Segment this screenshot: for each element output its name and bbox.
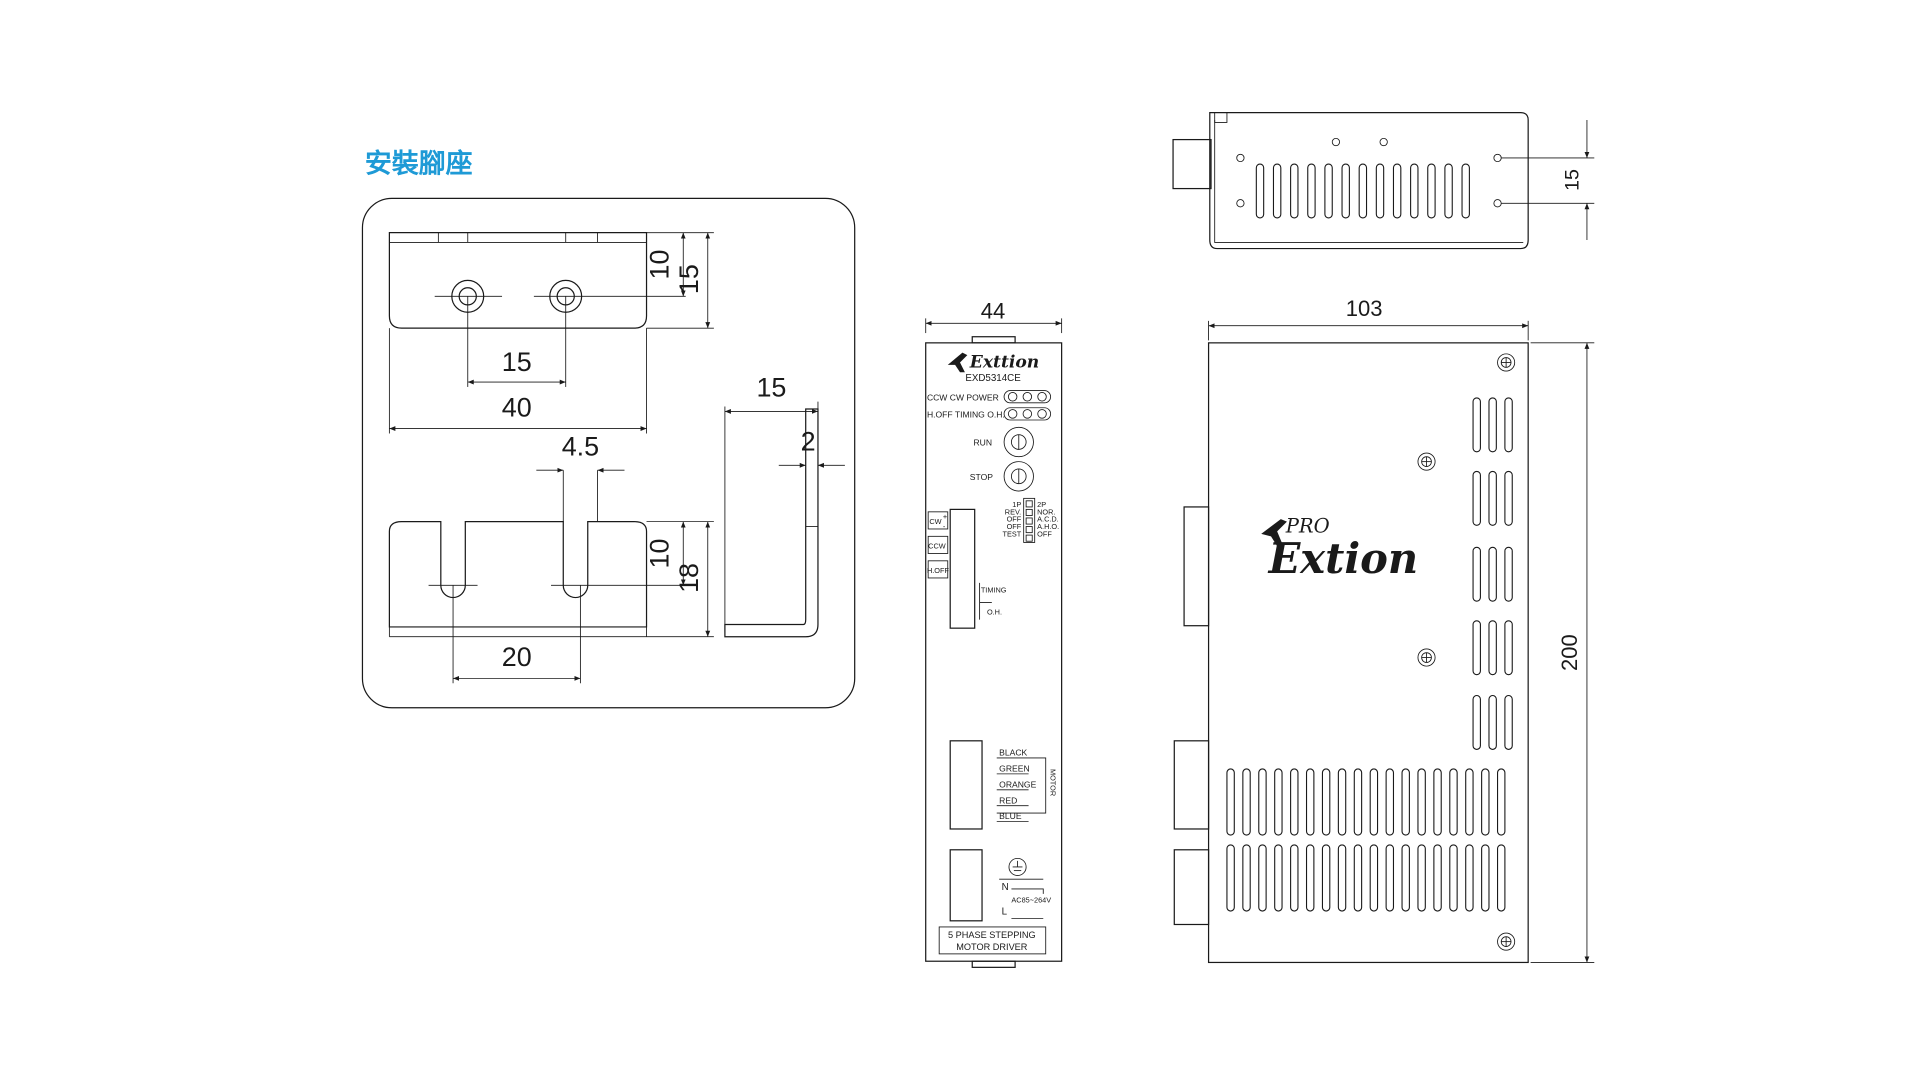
- screw-icon: [1417, 648, 1436, 667]
- screw-icon: [1497, 353, 1516, 372]
- power-voltage-label: AC85~264V: [1011, 895, 1051, 904]
- svg-text:-: -: [943, 522, 946, 531]
- section-title: 安裝腳座: [365, 148, 473, 179]
- top-vent-slots: [1255, 163, 1470, 219]
- svg-text:CCW: CCW: [928, 542, 946, 551]
- motor-label: MOTOR: [1049, 769, 1058, 796]
- svg-text:A.H.O.: A.H.O.: [1037, 522, 1059, 531]
- stop-rotary-switch[interactable]: [1003, 461, 1034, 492]
- front-panel-outline: [925, 342, 1063, 962]
- footer-line2: MOTOR DRIVER: [956, 942, 1028, 952]
- bracket-slot-view: 4.5 10 18 20: [388, 432, 714, 684]
- svg-text:ORANGE: ORANGE: [999, 779, 1036, 789]
- footer-box: [938, 926, 1047, 955]
- brand-name: Exttion: [969, 352, 1039, 372]
- dim-200: 200: [1557, 634, 1582, 671]
- svg-text:RED: RED: [999, 795, 1017, 805]
- brand-mark-icon: [1261, 519, 1287, 547]
- led-row1-label: CCW CW POWER: [927, 392, 999, 402]
- dim-44: 44: [981, 298, 1006, 323]
- oh-label: O.H.: [987, 608, 1002, 617]
- front-logo: Exttion: [947, 352, 1039, 373]
- dim-2: 2: [801, 427, 816, 457]
- logo-brand: Extion: [1268, 534, 1419, 583]
- io-connector: [949, 508, 976, 629]
- run-rotary-switch[interactable]: [1003, 426, 1034, 458]
- dip-left-labels: 1P REV. OFF OFF TEST: [1002, 500, 1021, 538]
- svg-text:2P: 2P: [1037, 500, 1046, 509]
- side-body-outline: [1207, 342, 1529, 964]
- dim-15-side: 15: [756, 373, 786, 403]
- screw-icon: [1497, 932, 1516, 951]
- svg-text:REV.: REV.: [1005, 507, 1021, 516]
- svg-text:GREEN: GREEN: [999, 763, 1029, 773]
- dip-switch-block[interactable]: [1023, 497, 1036, 543]
- dim-4-5: 4.5: [562, 432, 599, 462]
- svg-text:H.OFF: H.OFF: [927, 566, 950, 575]
- motor-wire-labels: BLACK GREEN ORANGE RED BLUE: [999, 748, 1036, 822]
- side-vent-rows: [1226, 768, 1506, 912]
- led-row2-label: H.OFF TIMING O.H.: [927, 410, 1005, 420]
- svg-text:OFF: OFF: [1007, 515, 1022, 524]
- svg-text:CW: CW: [929, 517, 941, 526]
- dim-10-slot: 10: [645, 538, 675, 568]
- run-label: RUN: [973, 438, 992, 448]
- stop-label: STOP: [970, 472, 993, 482]
- svg-text:NOR.: NOR.: [1037, 507, 1055, 516]
- power-l-label: L: [1002, 907, 1008, 918]
- front-panel-view: 44 Exttion EXD5314CE CCW CW POWER H.OFF …: [925, 298, 1063, 968]
- svg-text:A.C.D.: A.C.D.: [1037, 515, 1059, 524]
- bracket-frame: [361, 197, 856, 709]
- motor-terminal: [949, 740, 983, 830]
- side-logo: PRO Extion: [1261, 515, 1418, 583]
- dim-103: 103: [1346, 296, 1383, 321]
- mounting-bracket-section: 安裝腳座 10 15 15 40: [361, 148, 856, 709]
- svg-text:OFF: OFF: [1007, 522, 1022, 531]
- svg-text:+: +: [943, 512, 947, 521]
- svg-text:BLUE: BLUE: [999, 811, 1022, 821]
- timing-label: TIMING: [981, 586, 1007, 595]
- side-vent-column: [1472, 397, 1513, 750]
- bracket-top-view: 10 15 15 40: [388, 232, 714, 434]
- side-view: 103 PRO Extion: [1173, 296, 1595, 964]
- power-n-label: N: [1002, 882, 1009, 893]
- dim-20: 20: [502, 642, 532, 672]
- svg-text:BLACK: BLACK: [999, 748, 1027, 758]
- io-signal-labels: CW CCW H.OFF + -: [927, 511, 950, 579]
- svg-text:TEST: TEST: [1002, 529, 1021, 538]
- screw-icon: [1417, 452, 1436, 471]
- footer-line1: 5 PHASE STEPPING: [948, 930, 1036, 940]
- logo-pro: PRO: [1285, 515, 1330, 538]
- power-terminal: [949, 849, 983, 922]
- svg-text:1P: 1P: [1012, 500, 1021, 509]
- dim-18: 18: [674, 563, 704, 593]
- dim-40: 40: [502, 392, 532, 422]
- top-view: 15: [1172, 112, 1595, 250]
- dim-10-top: 10: [645, 250, 675, 280]
- brand-mark-icon: [947, 352, 968, 373]
- dim-15-top-view: 15: [1561, 169, 1583, 191]
- dim-15-top: 15: [674, 264, 704, 294]
- dim-15-pitch: 15: [502, 347, 532, 377]
- dip-right-labels: 2P NOR. A.C.D. A.H.O. OFF: [1037, 500, 1059, 538]
- svg-text:OFF: OFF: [1037, 529, 1052, 538]
- ground-icon: [1008, 857, 1027, 876]
- model-number: EXD5314CE: [965, 373, 1021, 384]
- bracket-side-view: 15 2: [724, 373, 845, 638]
